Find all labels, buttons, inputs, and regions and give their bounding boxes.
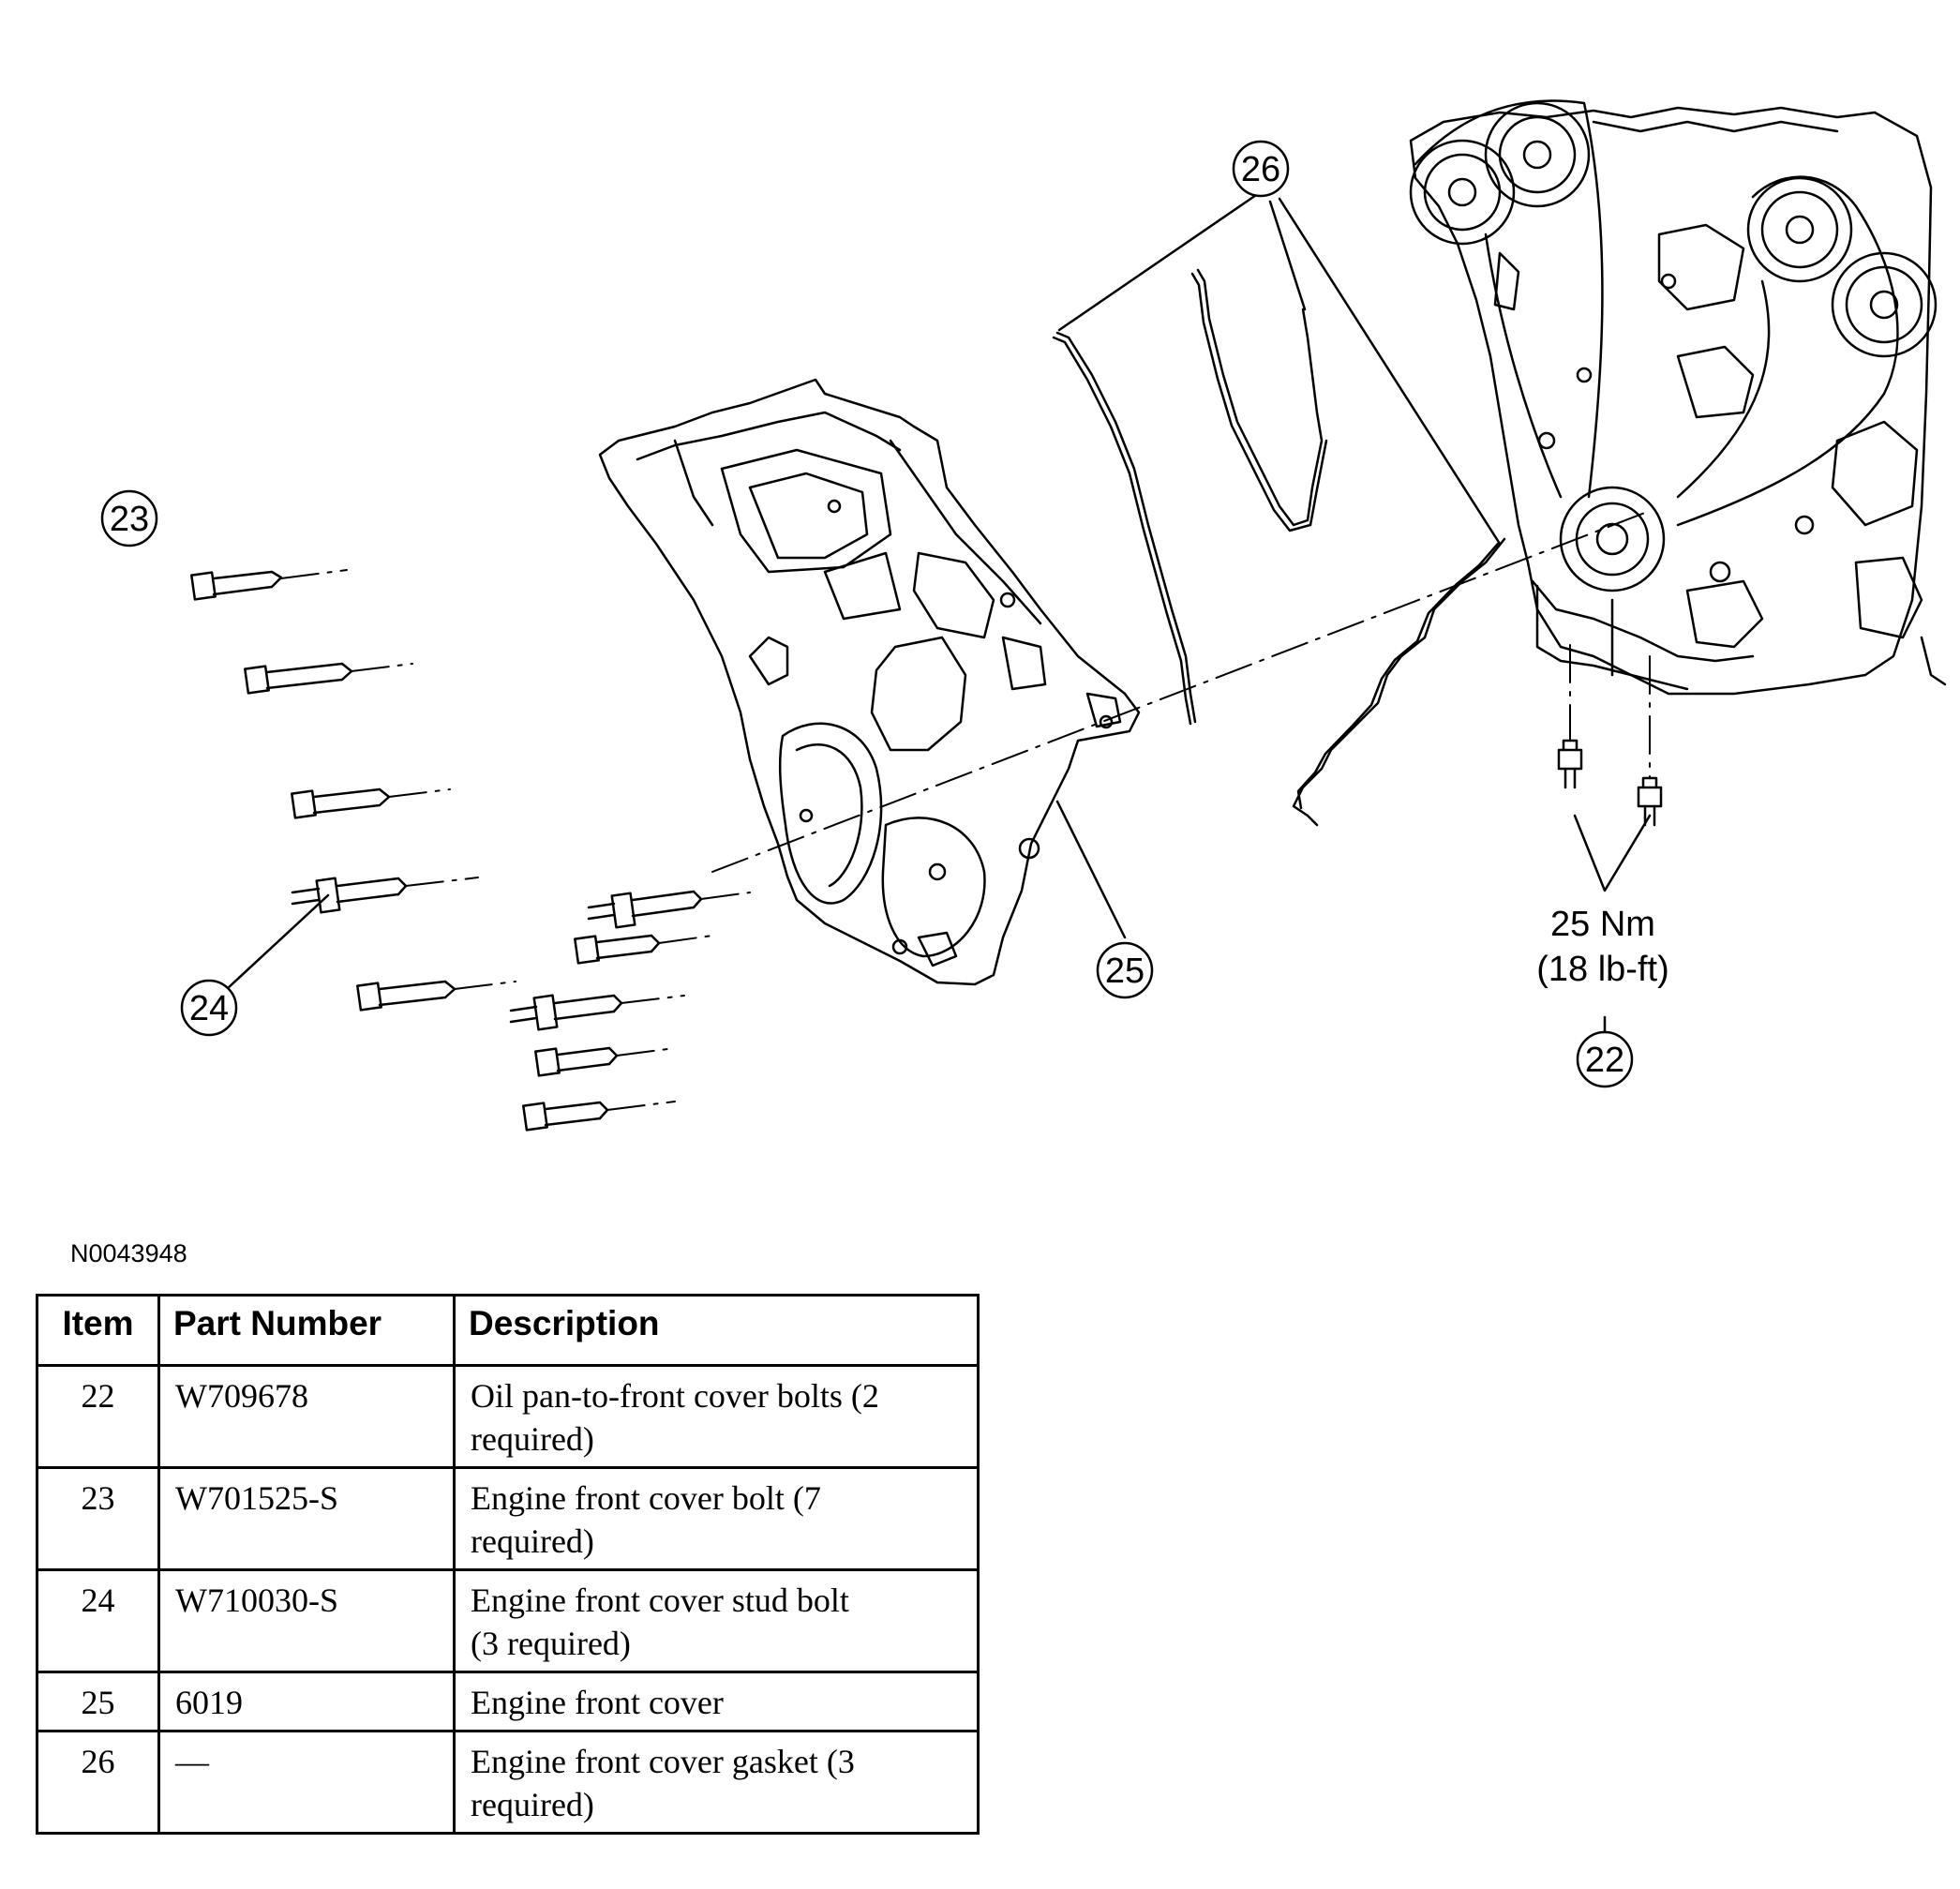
parts-table: Item Part Number Description 22 W709678 … [36,1294,980,1835]
callout-26: 26 [1241,150,1280,189]
description-line-2: (3 required) [471,1625,631,1662]
torque-imperial: (18 lb-ft) [1536,950,1668,989]
table-row: 25 6019 Engine front cover [36,1671,980,1732]
exploded-view-illustration: 26 23 24 25 22 25 Nm (18 lb-ft) [100,99,1947,1132]
table-row: 23 W701525-S Engine front cover bolt (7 r… [36,1466,980,1571]
header-item: Item [36,1294,160,1367]
description-line-2: required) [471,1522,594,1560]
description-line-1: Engine front cover bolt (7 [471,1479,821,1517]
item-cell: 25 [36,1671,160,1732]
description-cell: Engine front cover gasket (3 required) [453,1730,980,1835]
part-number-cell: 6019 [157,1671,456,1732]
description-cell: Engine front cover bolt (7 required) [453,1466,980,1571]
description-line-1: Oil pan-to-front cover bolts (2 [471,1377,879,1415]
description-line-1: Engine front cover stud bolt [471,1582,849,1619]
leader-lines [225,189,1652,1038]
description-cell: Engine front cover [453,1671,980,1732]
callout-22: 22 [1585,1041,1624,1080]
callout-25: 25 [1105,952,1145,991]
table-row: 26 — Engine front cover gasket (3 require… [36,1730,980,1835]
item-cell: 26 [36,1730,160,1835]
figure-code: N0043948 [70,1239,187,1267]
part-number-cell: W701525-S [157,1466,456,1571]
bolts-drawing [190,570,1663,1132]
header-description: Description [453,1294,980,1367]
description-cell: Engine front cover stud bolt (3 required) [453,1568,980,1673]
table-row: 24 W710030-S Engine front cover stud bol… [36,1568,980,1673]
table-row: 22 W709678 Oil pan-to-front cover bolts … [36,1364,980,1469]
description-line-1: Engine front cover [471,1684,724,1721]
callout-24: 24 [189,989,229,1028]
part-number-cell: W710030-S [157,1568,456,1673]
description-line-2: required) [471,1420,594,1458]
part-number-cell: W709678 [157,1364,456,1469]
alignment-lines [280,510,1651,1111]
callout-23: 23 [110,500,149,539]
item-cell: 22 [36,1364,160,1469]
callout-circles [100,140,1634,1088]
parts-table-header: Item Part Number Description [36,1294,980,1367]
torque-metric: 25 Nm [1550,905,1655,944]
engine-block-drawing [1409,99,1947,696]
part-number-cell: — [157,1730,456,1835]
description-line-1: Engine front cover gasket (3 [471,1743,855,1780]
item-cell: 24 [36,1568,160,1673]
engine-front-cover-drawing [598,378,1141,986]
front-cover-gaskets-drawing [1052,268,1506,827]
description-line-2: required) [471,1786,594,1823]
header-part-number: Part Number [157,1294,456,1367]
item-cell: 23 [36,1466,160,1571]
description-cell: Oil pan-to-front cover bolts (2 required) [453,1364,980,1469]
